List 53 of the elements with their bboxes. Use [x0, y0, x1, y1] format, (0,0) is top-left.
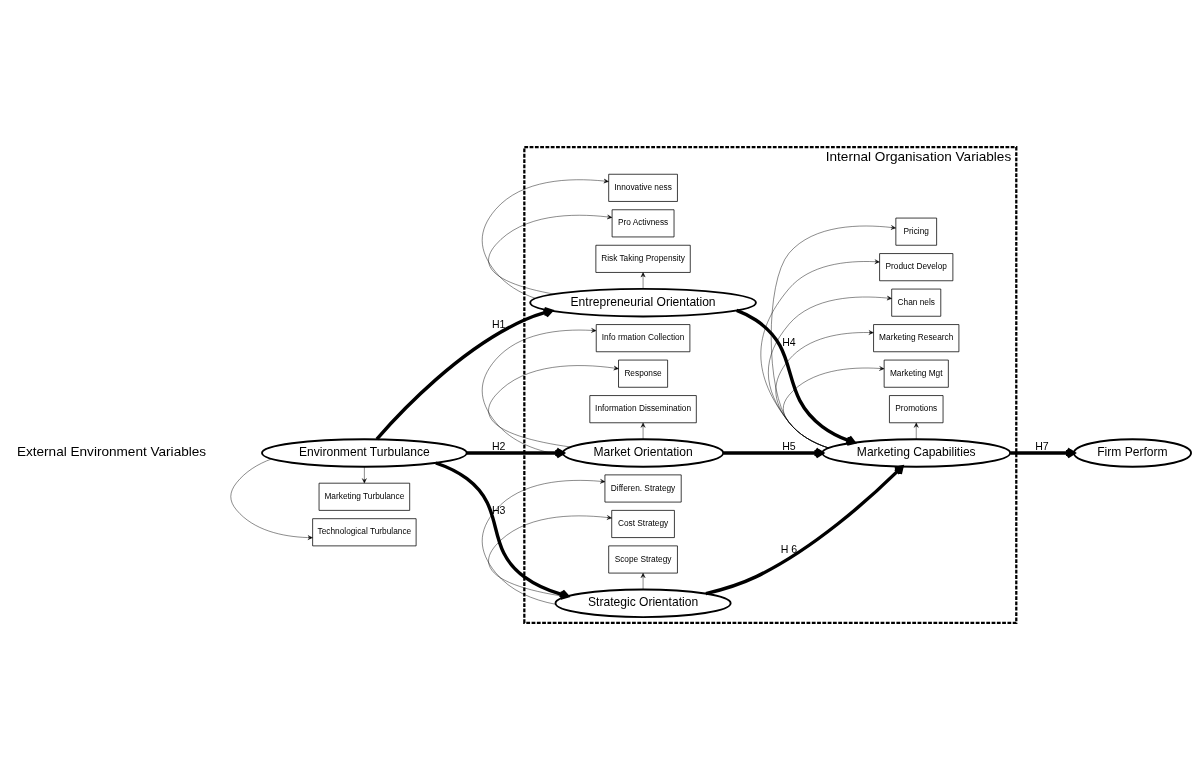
arrow: [768, 295, 892, 449]
node-box: Risk Taking Propensity: [595, 244, 691, 273]
node-box: Pricing: [895, 217, 937, 246]
arrow: [723, 447, 824, 459]
edge-label: H1: [491, 317, 506, 330]
arrow: [705, 465, 904, 596]
arrow: [481, 328, 597, 456]
arrow: [640, 422, 646, 440]
edge-label: H7: [1035, 440, 1049, 453]
arrow: [466, 447, 565, 459]
node-box: Chan nels: [891, 288, 942, 317]
arrow: [488, 365, 619, 448]
arrow: [770, 225, 896, 449]
node-box: Scope Strategy: [608, 545, 678, 574]
node-box: Response: [618, 359, 668, 388]
node-box: Info rmation Collection: [595, 324, 691, 353]
arrow: [640, 272, 646, 289]
node-box: Promotions: [889, 395, 944, 424]
arrow: [1010, 447, 1076, 459]
edge-label: H4: [782, 335, 796, 348]
arrow: [783, 366, 885, 449]
arrow: [435, 461, 570, 600]
node-box: Pro Activness: [611, 209, 675, 238]
node-box: Marketing Mgt: [883, 359, 949, 388]
edge-label: H2: [491, 440, 506, 453]
arrow: [488, 515, 612, 597]
arrow: [481, 479, 606, 605]
arrow: [488, 214, 613, 295]
node-ellipse: Market Orientation: [561, 438, 725, 468]
node-box: Differen. Strategy: [604, 474, 682, 503]
node-ellipse: Firm Perform: [1072, 438, 1192, 468]
arrow: [736, 308, 856, 446]
node-box: Marketing Research: [873, 324, 960, 353]
node-box: Technological Turbulance: [312, 518, 417, 547]
edge-label: H3: [491, 503, 506, 516]
node-ellipse: Marketing Capabilities: [821, 438, 1012, 468]
arrow: [375, 307, 554, 441]
arrow: [913, 422, 919, 440]
edge-label: H 6: [780, 542, 798, 555]
arrow: [362, 466, 367, 484]
arrow: [640, 573, 646, 590]
node-box: Information Dissemination: [589, 395, 697, 424]
node-box: Innovative ness: [608, 173, 678, 202]
arrow: [230, 458, 313, 540]
node-ellipse: Environment Turbulance: [261, 438, 468, 468]
node-box: Marketing Turbulance: [318, 482, 411, 511]
node-box: Cost Strategy: [611, 510, 675, 538]
label: External Environment Variables: [16, 444, 207, 460]
arrow: [775, 330, 874, 449]
arrow: [481, 178, 609, 299]
edge-label: H5: [782, 440, 796, 453]
arrow: [760, 259, 880, 449]
node-box: Product Develop: [879, 253, 954, 282]
